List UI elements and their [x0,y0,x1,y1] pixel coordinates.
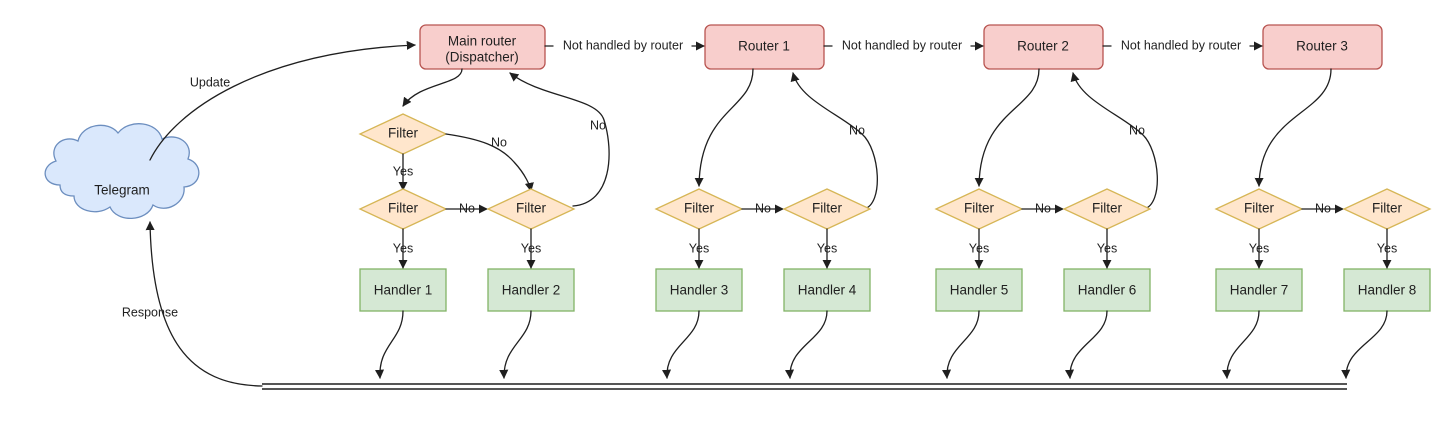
main-router-box [419,24,546,70]
edge-label-no-main-top: No [491,135,507,149]
filter-e-node[interactable]: Filter [782,188,872,230]
filter-e-label: Filter [812,201,843,216]
edge-router-2-to-filter-f [974,68,1040,187]
edge-label-yes-g: Yes [1097,241,1117,255]
handler-3-label: Handler 3 [670,283,729,298]
handler-3-node[interactable]: Handler 3 [655,268,743,312]
router-1-node[interactable]: Router 1 [704,24,825,70]
edge-handler-3-to-bus [661,310,700,379]
main-router-label-line1: Main router [448,34,517,49]
filter-f-label: Filter [964,201,995,216]
edge-handler-7-to-bus [1221,310,1260,379]
router-2-label: Router 2 [1017,39,1069,54]
edge-response [145,221,263,387]
handler-2-box [487,268,575,312]
filter-d-node[interactable]: Filter [654,188,744,230]
edge-label-no-main-mid: No [459,201,475,215]
filter-b-label: Filter [388,201,419,216]
router-3-label: Router 3 [1296,39,1348,54]
main-router-node[interactable]: Main router (Dispatcher) [419,24,546,70]
handler-7-box [1215,268,1303,312]
edge-label-yes-b: Yes [393,241,413,255]
handler-4-label: Handler 4 [798,283,857,298]
edge-label-yes-h: Yes [1249,241,1269,255]
handler-3-box [655,268,743,312]
handler-1-label: Handler 1 [374,283,433,298]
edge-label-no-r3-mid: No [1315,201,1331,215]
handler-7-node[interactable]: Handler 7 [1215,268,1303,312]
edge-handler-6-to-bus [1064,310,1108,379]
handler-1-box [359,268,447,312]
edge-label-yes-i: Yes [1377,241,1397,255]
filter-h-node[interactable]: Filter [1214,188,1304,230]
edge-label-not-handled-2: Not handled by router [842,38,962,52]
cloud-shape [44,123,200,219]
filter-a-node[interactable]: Filter [358,113,448,155]
filter-g-node[interactable]: Filter [1062,188,1152,230]
filter-a-label: Filter [388,126,419,141]
filter-b-node[interactable]: Filter [358,188,448,230]
handler-5-box [935,268,1023,312]
filter-i-label: Filter [1372,201,1403,216]
handler-4-node[interactable]: Handler 4 [783,268,871,312]
handler-8-box [1343,268,1431,312]
handler-5-label: Handler 5 [950,283,1009,298]
handler-4-box [783,268,871,312]
edge-handler-1-to-bus [374,310,404,379]
edge-handler-5-to-bus [941,310,980,379]
edge-label-no-r2-return: No [1129,123,1145,137]
edge-filter-a-no-to-filter-c [445,133,534,192]
handler-8-node[interactable]: Handler 8 [1343,268,1431,312]
edge-label-no-r1-mid: No [755,201,771,215]
edge-filter-g-to-router-2 [1070,72,1158,210]
telegram-cloud-node[interactable]: Telegram [44,123,200,219]
filter-d-label: Filter [684,201,715,216]
filter-i-node[interactable]: Filter [1342,188,1432,230]
router-2-node[interactable]: Router 2 [983,24,1104,70]
edge-filter-e-to-router-1 [790,72,878,210]
edge-label-no-r2-mid: No [1035,201,1051,215]
cloud-label: Telegram [94,183,150,198]
router-3-node[interactable]: Router 3 [1262,24,1383,70]
filter-f-node[interactable]: Filter [934,188,1024,230]
router-3-box [1262,24,1383,70]
edge-label-yes-a: Yes [393,164,413,178]
edge-label-not-handled-3: Not handled by router [1121,38,1241,52]
edge-label-not-handled-1: Not handled by router [563,38,683,52]
handler-7-label: Handler 7 [1230,283,1289,298]
handler-2-node[interactable]: Handler 2 [487,268,575,312]
filter-c-label: Filter [516,201,547,216]
edge-label-yes-d: Yes [689,241,709,255]
edge-handler-4-to-bus [784,310,828,379]
filter-c-node[interactable]: Filter [486,188,576,230]
edge-label-update: Update [190,75,230,89]
edge-handler-8-to-bus [1341,310,1388,379]
filter-h-label: Filter [1244,201,1275,216]
edge-router-1-to-filter-d [694,68,754,187]
handler-1-node[interactable]: Handler 1 [359,268,447,312]
handler-2-label: Handler 2 [502,283,561,298]
filter-g-label: Filter [1092,201,1123,216]
router-2-box [983,24,1104,70]
handler-6-box [1063,268,1151,312]
edge-update [149,40,416,161]
edge-label-yes-e: Yes [817,241,837,255]
edge-label-no-r1-return: No [849,123,865,137]
router-1-box [704,24,825,70]
handler-5-node[interactable]: Handler 5 [935,268,1023,312]
edge-mainrouter-to-filter-a [402,68,463,107]
handler-8-label: Handler 8 [1358,283,1417,298]
handler-6-label: Handler 6 [1078,283,1137,298]
edge-filter-c-to-mainrouter [509,72,610,207]
main-router-label-line2: (Dispatcher) [445,50,519,65]
router-1-label: Router 1 [738,39,790,54]
edge-label-yes-c: Yes [521,241,541,255]
edge-handler-2-to-bus [499,310,532,379]
edge-label-no-main-return: No [590,118,606,132]
edge-router-3-to-filter-h [1254,68,1332,187]
handler-6-node[interactable]: Handler 6 [1063,268,1151,312]
edge-label-yes-f: Yes [969,241,989,255]
edge-label-response: Response [122,305,178,319]
